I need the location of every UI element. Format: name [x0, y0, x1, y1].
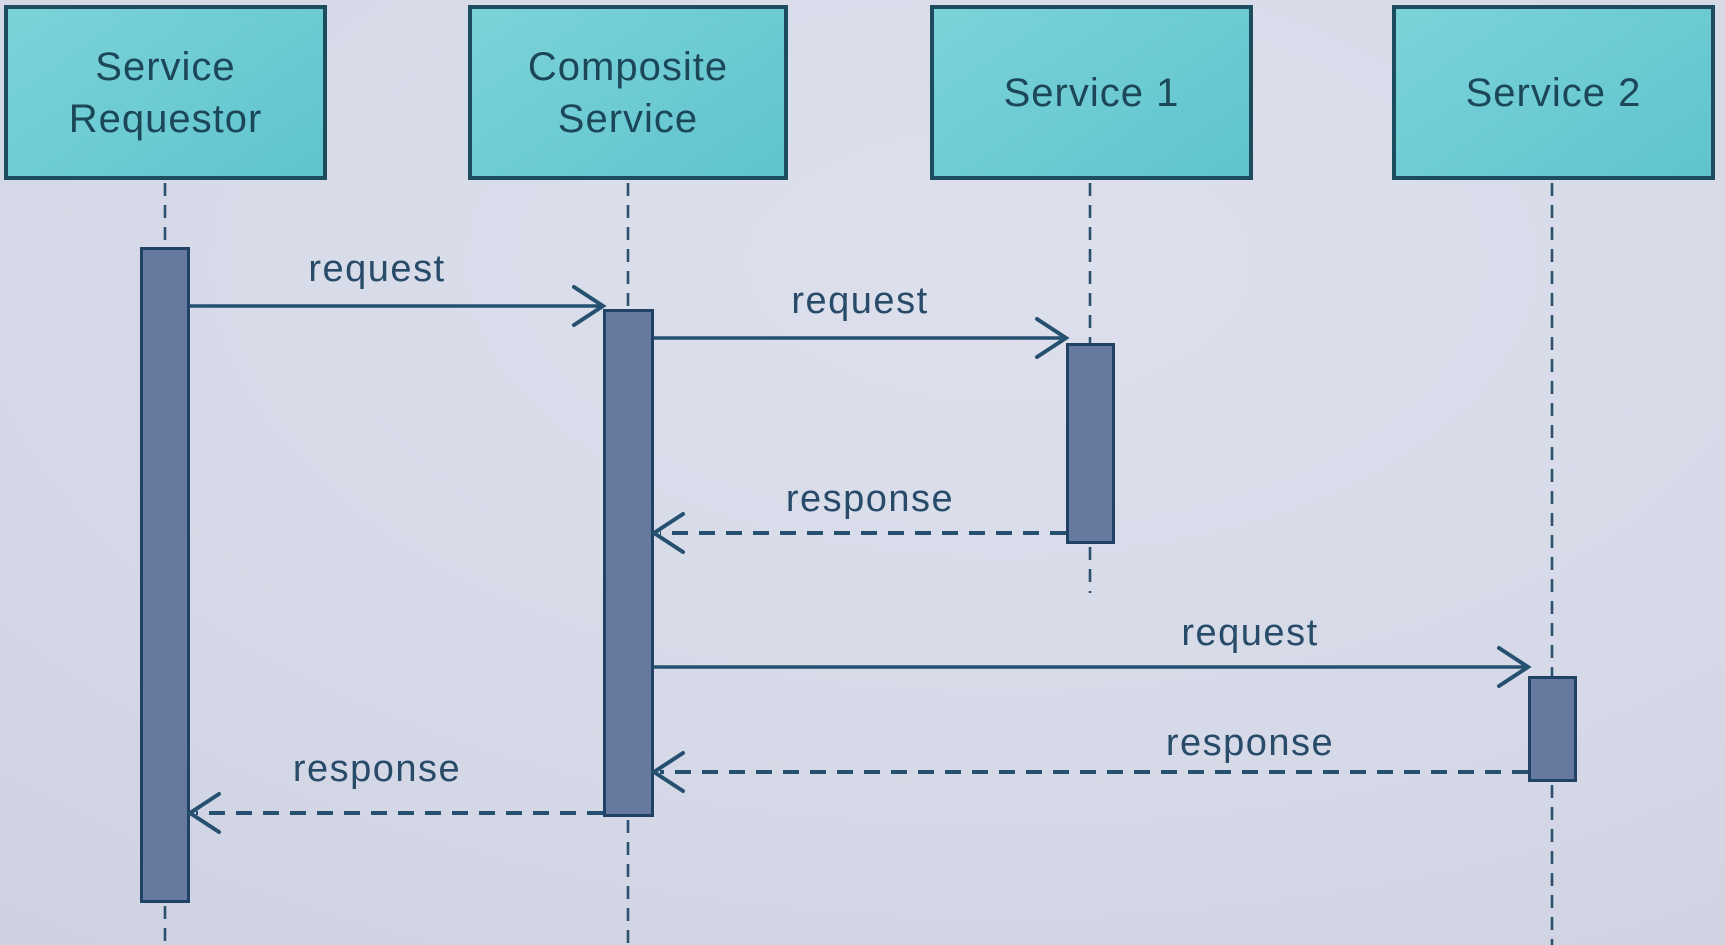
activation-service-requestor: [140, 247, 190, 903]
message-2-request-label: request: [791, 280, 929, 322]
participant-composite-service-label: Composite Service: [527, 44, 729, 141]
participant-service-requestor: Service Requestor: [4, 5, 327, 180]
message-1-request-arrowhead: [572, 285, 607, 327]
message-4-request-arrowhead: [1497, 646, 1532, 688]
message-4-request-label: request: [1181, 612, 1319, 654]
activation-service-2: [1528, 676, 1577, 782]
message-2-request-arrowhead: [1035, 317, 1070, 359]
participant-service-requestor-label: Service Requestor: [68, 44, 263, 141]
activation-composite-service: [603, 309, 654, 817]
message-5-response-arrowhead: [650, 751, 685, 793]
participant-service-1: Service 1: [930, 5, 1253, 180]
participant-composite-service: Composite Service: [468, 5, 788, 180]
message-1-request-label: request: [308, 248, 446, 290]
participant-service-2-label: Service 2: [1465, 70, 1642, 115]
message-5-response-label: response: [1165, 722, 1335, 764]
message-3-response-label: response: [785, 478, 955, 520]
participant-service-1-label: Service 1: [1003, 70, 1180, 115]
message-6-response-arrowhead: [186, 792, 221, 834]
message-3-response-arrowhead: [650, 512, 685, 554]
message-6-response-label: response: [292, 748, 462, 790]
activation-service-1: [1066, 343, 1115, 544]
participant-service-2: Service 2: [1392, 5, 1715, 180]
